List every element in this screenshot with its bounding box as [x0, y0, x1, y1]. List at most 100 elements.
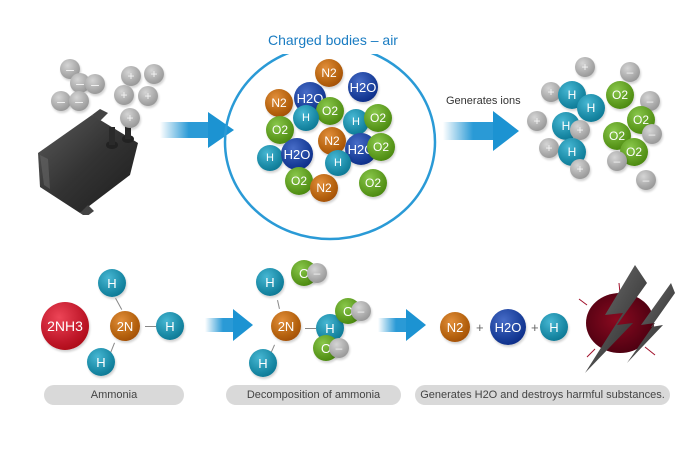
nitrogen-atom-label: 2N — [277, 318, 295, 334]
negative-charge-label: – — [335, 341, 343, 355]
air-molecule-o2-label: O2 — [372, 140, 389, 154]
negative-charge: – — [307, 263, 327, 283]
ion-label: + — [576, 123, 584, 137]
bond-line — [145, 326, 156, 327]
ion-label: – — [646, 94, 654, 108]
ion-cluster-h-label: H — [586, 101, 596, 115]
air-molecule-h: H — [257, 145, 283, 171]
ion-label: – — [626, 65, 634, 79]
air-molecule-n2-label: N2 — [324, 134, 340, 148]
circle-title: Charged bodies – air — [268, 32, 398, 48]
negative-charge: – — [329, 338, 349, 358]
ammonia-molecule-label: 2NH3 — [47, 318, 83, 334]
flow-arrow-3-icon — [205, 309, 253, 341]
air-molecule-o2: O2 — [364, 104, 392, 132]
negative-ion-label: – — [76, 75, 84, 91]
product-h: H — [540, 313, 568, 341]
nitrogen-atom-label: 2N — [116, 318, 134, 334]
product-n2: N2 — [440, 312, 470, 342]
hydrogen-atom: H — [256, 268, 284, 296]
negative-charge-label: – — [313, 266, 321, 280]
ion-label: – — [613, 154, 621, 168]
ion: + — [527, 111, 547, 131]
air-molecule-n2: N2 — [265, 89, 293, 117]
positive-ion: + — [114, 85, 134, 105]
air-molecule-n2-label: N2 — [321, 66, 337, 80]
air-molecule-o2-label: O2 — [364, 176, 381, 190]
air-molecule-h2o-label: H2O — [349, 79, 377, 95]
generates-ions-label: Generates ions — [446, 95, 521, 107]
hydrogen-atom: H — [249, 349, 277, 377]
positive-ion-label: + — [144, 89, 152, 103]
plus-sign: + — [531, 320, 539, 335]
air-molecule-h-label: H — [334, 157, 342, 169]
ion-cluster-o2-label: O2 — [625, 145, 642, 159]
nitrogen-atom: 2N — [271, 311, 301, 341]
caption-ammonia: Ammonia — [44, 385, 184, 405]
air-molecule-n2-label: N2 — [271, 96, 287, 110]
product-h2o-label: H2O — [494, 319, 522, 335]
air-molecule-o2: O2 — [367, 133, 395, 161]
negative-ion-label: – — [75, 93, 83, 109]
positive-ion: + — [144, 64, 164, 84]
negative-ion-label: – — [91, 76, 99, 92]
bond-line — [305, 328, 316, 329]
air-molecule-h: H — [293, 105, 319, 131]
ion-label: – — [648, 127, 656, 141]
air-molecule-o2: O2 — [316, 97, 344, 125]
ion: – — [642, 124, 662, 144]
ion-label: + — [576, 162, 584, 176]
hydrogen-atom: H — [87, 348, 115, 376]
ion-cluster-h-label: H — [561, 119, 571, 133]
negative-ion: – — [69, 91, 89, 111]
nitrogen-atom: 2N — [110, 311, 140, 341]
ion-cluster-h: H — [577, 94, 605, 122]
ammonia-molecule: 2NH3 — [41, 302, 89, 350]
hydrogen-atom-label: H — [107, 275, 117, 291]
ion-label: + — [581, 60, 589, 74]
ion: – — [620, 62, 640, 82]
ion-cluster-o2: O2 — [606, 81, 634, 109]
ion-cluster-o2-label: O2 — [608, 129, 625, 143]
caption-result: Generates H2O and destroys harmful subst… — [415, 385, 670, 405]
air-molecule-h2o: H2O — [348, 72, 378, 102]
air-molecule-o2-label: O2 — [369, 111, 386, 125]
air-molecule-h2o: H2O — [281, 138, 313, 170]
positive-ion: + — [121, 66, 141, 86]
air-molecule-o2: O2 — [359, 169, 387, 197]
air-molecule-o2-label: O2 — [321, 104, 338, 118]
positive-ion-label: + — [150, 67, 158, 81]
ion-label: + — [545, 141, 553, 155]
product-n2-label: N2 — [446, 319, 464, 335]
positive-ion: + — [138, 86, 158, 106]
flow-arrow-1-icon — [160, 112, 234, 148]
bond-line — [115, 298, 122, 310]
air-molecule-n2: N2 — [310, 174, 338, 202]
air-molecule-h-label: H — [352, 116, 360, 128]
plus-sign: + — [476, 320, 484, 335]
positive-ion: + — [120, 108, 140, 128]
product-h-label: H — [549, 319, 559, 335]
ion-cluster-o2-label: O2 — [611, 88, 628, 102]
hydrogen-atom-label: H — [325, 320, 335, 336]
ion-label: + — [547, 85, 555, 99]
hydrogen-atom-label: H — [165, 318, 175, 334]
positive-ion-label: + — [127, 69, 135, 83]
negative-ion-label: – — [57, 93, 65, 109]
air-molecule-h2o-label: H2O — [283, 146, 311, 162]
destroyed-bacteria-lightning-icon — [578, 265, 675, 373]
ion-cluster-h-label: H — [567, 145, 577, 159]
charged-air-circle — [223, 32, 437, 241]
ion: – — [607, 151, 627, 171]
ion: + — [570, 159, 590, 179]
hydrogen-atom: H — [98, 269, 126, 297]
negative-ion: – — [85, 74, 105, 94]
air-molecule-o2-label: O2 — [271, 123, 288, 137]
ion: + — [539, 138, 559, 158]
ion: – — [636, 170, 656, 190]
air-molecule-o2: O2 — [285, 167, 313, 195]
caption-decomposition: Decomposition of ammonia — [226, 385, 401, 405]
hydrogen-atom-label: H — [96, 354, 106, 370]
air-molecule-h: H — [325, 150, 351, 176]
